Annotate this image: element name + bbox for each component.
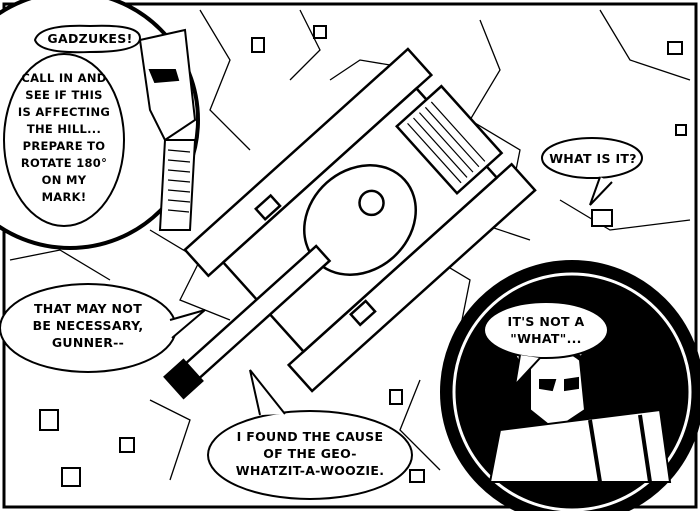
bubble-what-is-it: WHAT IS IT? — [546, 150, 640, 167]
dialogue-line: BE NECESSARY, — [32, 318, 144, 333]
dialogue-text: WHAT IS IT? — [549, 151, 637, 166]
dialogue-line: THE HILL... — [26, 122, 102, 136]
dialogue-line: IS AFFECTING — [17, 105, 111, 119]
dialogue-line: THAT MAY NOT — [33, 301, 143, 316]
dialogue-line: SEE IF THIS — [25, 88, 103, 102]
dialogue-line: MARK! — [41, 190, 87, 204]
dialogue-line: "WHAT"... — [510, 331, 582, 346]
dialogue-line: GUNNER-- — [51, 335, 125, 350]
bubble-call-in: CALL IN AND SEE IF THIS IS AFFECTING THE… — [8, 70, 120, 206]
dialogue-line: IT'S NOT A — [507, 314, 585, 329]
dialogue-line: WHATZIT-A-WOOZIE. — [235, 463, 385, 478]
tank — [163, 47, 537, 400]
dialogue-line: I FOUND THE CAUSE — [236, 429, 384, 444]
dialogue-line: ROTATE 180° — [20, 156, 108, 170]
bubble-gadzukes: GADZUKES! — [44, 30, 136, 47]
speech-bubbles — [0, 24, 643, 500]
rocks — [39, 25, 687, 487]
bubble-not-a-what: IT'S NOT A "WHAT"... — [490, 313, 602, 347]
gunner-robot — [138, 28, 197, 231]
dialogue-line: PREPARE TO — [22, 139, 106, 153]
dialogue-line: CALL IN AND — [21, 71, 107, 85]
alien-robot — [488, 316, 672, 483]
bubble-not-necessary: THAT MAY NOT BE NECESSARY, GUNNER-- — [8, 300, 168, 351]
dialogue-line: OF THE GEO- — [263, 446, 357, 461]
bubble-found-cause: I FOUND THE CAUSE OF THE GEO- WHATZIT-A-… — [212, 428, 408, 479]
ground-cracks — [9, 9, 691, 481]
dialogue-text: GADZUKES! — [47, 31, 133, 46]
dialogue-line: ON MY — [41, 173, 87, 187]
